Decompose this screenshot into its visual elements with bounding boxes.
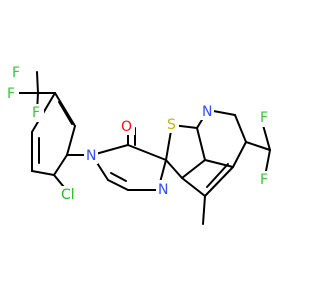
fluorine-atom-label: F — [7, 86, 15, 102]
bond — [181, 177, 206, 197]
bond — [165, 159, 183, 179]
chlorine-atom-label: Cl — [61, 187, 75, 203]
bond — [54, 92, 76, 127]
bond — [232, 141, 247, 168]
bond — [262, 124, 271, 151]
nitrogen-atom-label: N — [202, 104, 212, 120]
fluorine-atom-label: F — [12, 65, 20, 81]
fluorine-atom-label: F — [260, 172, 268, 188]
bond-layer — [16, 71, 271, 225]
bond — [58, 101, 73, 125]
oxygen-atom-label: O — [121, 119, 132, 135]
bond — [36, 71, 39, 94]
bond — [127, 144, 167, 161]
bond — [202, 195, 206, 225]
nitrogen-atom-label: N — [158, 182, 168, 198]
bond — [245, 141, 271, 151]
bond — [206, 163, 229, 188]
bond — [181, 159, 206, 179]
fluorine-atom-label: F — [32, 105, 40, 121]
bond — [196, 127, 206, 161]
bond — [107, 179, 129, 191]
atom-label-layer: F F F Cl N O S N N F F — [5, 63, 272, 204]
bond — [204, 166, 234, 197]
fluorine-atom-label: F — [260, 110, 268, 126]
molecule-structure-diagram: F F F Cl N O S N N F F — [5, 63, 272, 225]
bond — [204, 159, 234, 168]
bond — [53, 154, 68, 176]
sulfur-atom-label: S — [167, 117, 176, 133]
bond — [234, 114, 247, 143]
bond — [66, 125, 76, 156]
bond — [31, 170, 55, 176]
bond — [110, 172, 127, 182]
bond — [265, 149, 271, 172]
nitrogen-atom-label: N — [86, 148, 96, 164]
